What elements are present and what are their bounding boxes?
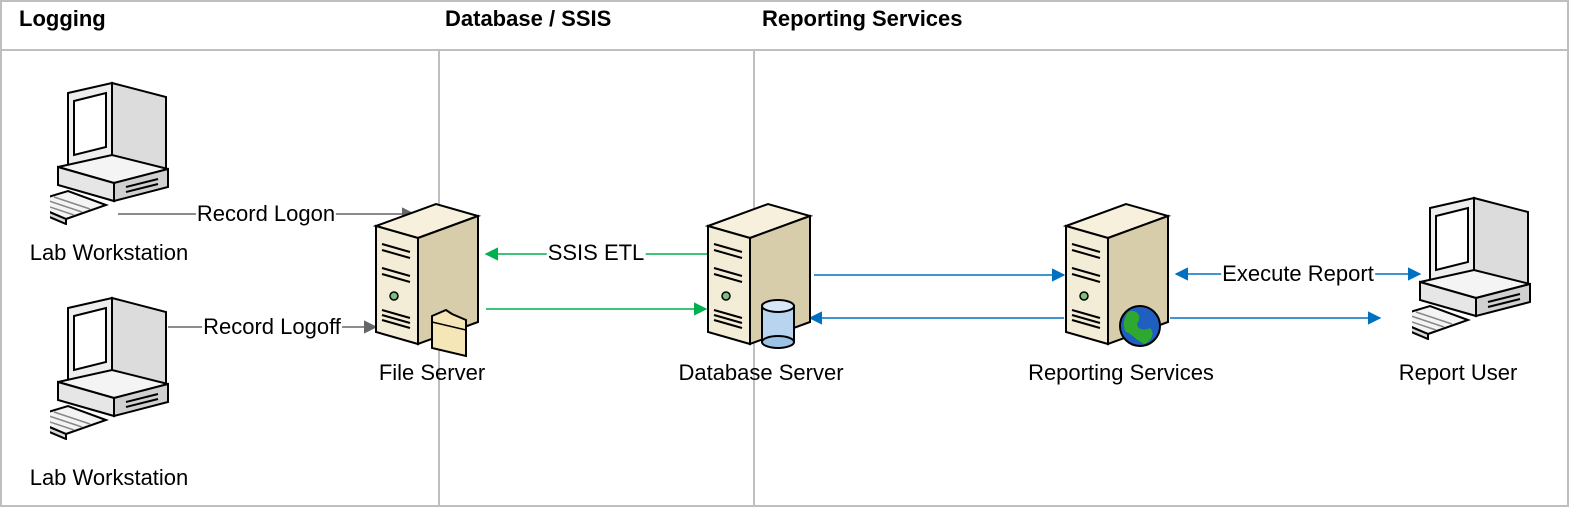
file-server-icon (375, 203, 479, 358)
lane-title-reporting-services: Reporting Services (762, 6, 963, 31)
edge-label-record-logon: Record Logon (195, 201, 337, 227)
edge-label-record-logoff: Record Logoff (202, 314, 342, 340)
database-server-icon (707, 203, 811, 349)
edge-label-ssis-etl: SSIS ETL (546, 240, 646, 266)
node-label-reporting-services: Reporting Services (1028, 360, 1214, 385)
node-label-report-user: Report User (1398, 360, 1518, 385)
node-label-lab-workstation-2: Lab Workstation (29, 465, 189, 490)
lane-title-logging: Logging (19, 6, 106, 31)
edge-label-execute-report: Execute Report (1221, 261, 1375, 287)
desktop-computer-icon (1412, 197, 1531, 340)
node-label-database-server: Database Server (678, 360, 844, 385)
web-server-icon (1065, 203, 1169, 347)
node-label-lab-workstation-1: Lab Workstation (29, 240, 189, 265)
node-label-file-server: File Server (378, 360, 486, 385)
lane-title-database-ssis: Database / SSIS (445, 6, 612, 31)
desktop-computer-icon (50, 297, 169, 440)
desktop-computer-icon (50, 82, 169, 225)
